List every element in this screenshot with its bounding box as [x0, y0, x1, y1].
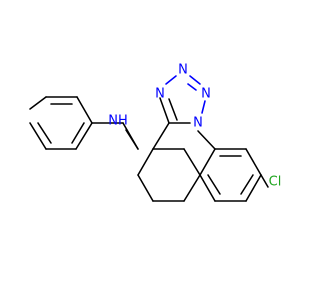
- tetrazole-n1-label: N: [193, 116, 203, 131]
- benzyl-ring-inner-bond-3: [37, 122, 52, 144]
- chlorophenyl-bond-6: [199, 148, 216, 176]
- molecule-diagram: NH N N N N: [29, 62, 282, 202]
- quaternary-carbon-to-amine-bond: [125, 129, 139, 150]
- tetrazole-n4-n3-bond: [165, 75, 177, 85]
- tetrazole-n2-label: N: [201, 87, 211, 102]
- chlorophenyl-bond-3: [245, 174, 262, 202]
- benzyl-ring: [29, 96, 93, 150]
- tetrazole-n2-n1-bond: [201, 100, 206, 114]
- chlorine-bond: [260, 174, 269, 188]
- cyclohexane-ring: [137, 148, 201, 202]
- benzyl-ring-inner-bond-2: [71, 122, 85, 144]
- chlorophenyl-bond-5: [199, 174, 216, 202]
- cyclohexane-bond-3: [183, 174, 201, 202]
- tetrazole-ring: [159, 75, 206, 124]
- amine-label: NH: [108, 114, 128, 129]
- molecule-structure-svg: NH N N N N: [29, 63, 282, 202]
- cyclohexane-bond-2: [183, 148, 201, 176]
- tetrazole-c5-n4-double-bond: [168, 98, 178, 121]
- tetrazole-n3-n2-double-bond: [187, 83, 197, 91]
- benzyl-ring-bond-1: [29, 96, 47, 110]
- tetrazole-to-aryl-bond: [197, 130, 216, 150]
- chlorophenyl-inner-bond-3: [207, 174, 221, 195]
- tetrazole-n3-n2-bond: [189, 75, 201, 85]
- cyclohexane-bond-5: [137, 174, 154, 202]
- tetrazole-n3-label: N: [178, 63, 188, 78]
- benzyl-ring-bond-3: [76, 96, 93, 124]
- chlorophenyl-inner-bond-2: [240, 174, 254, 195]
- chlorophenyl-bond-2: [245, 148, 262, 176]
- cyclohexane-bond-6: [137, 148, 154, 176]
- chlorine-label: Cl: [269, 175, 282, 190]
- benzyl-ring-bond-4: [75, 122, 93, 150]
- cyclohexane-to-tetrazole-bond: [152, 122, 170, 150]
- tetrazole-n4-label: N: [155, 87, 165, 102]
- chlorophenyl-ring: [199, 148, 262, 202]
- tetrazole-c5-n4-bond: [159, 97, 170, 124]
- benzyl-ring-bond-6: [29, 122, 47, 150]
